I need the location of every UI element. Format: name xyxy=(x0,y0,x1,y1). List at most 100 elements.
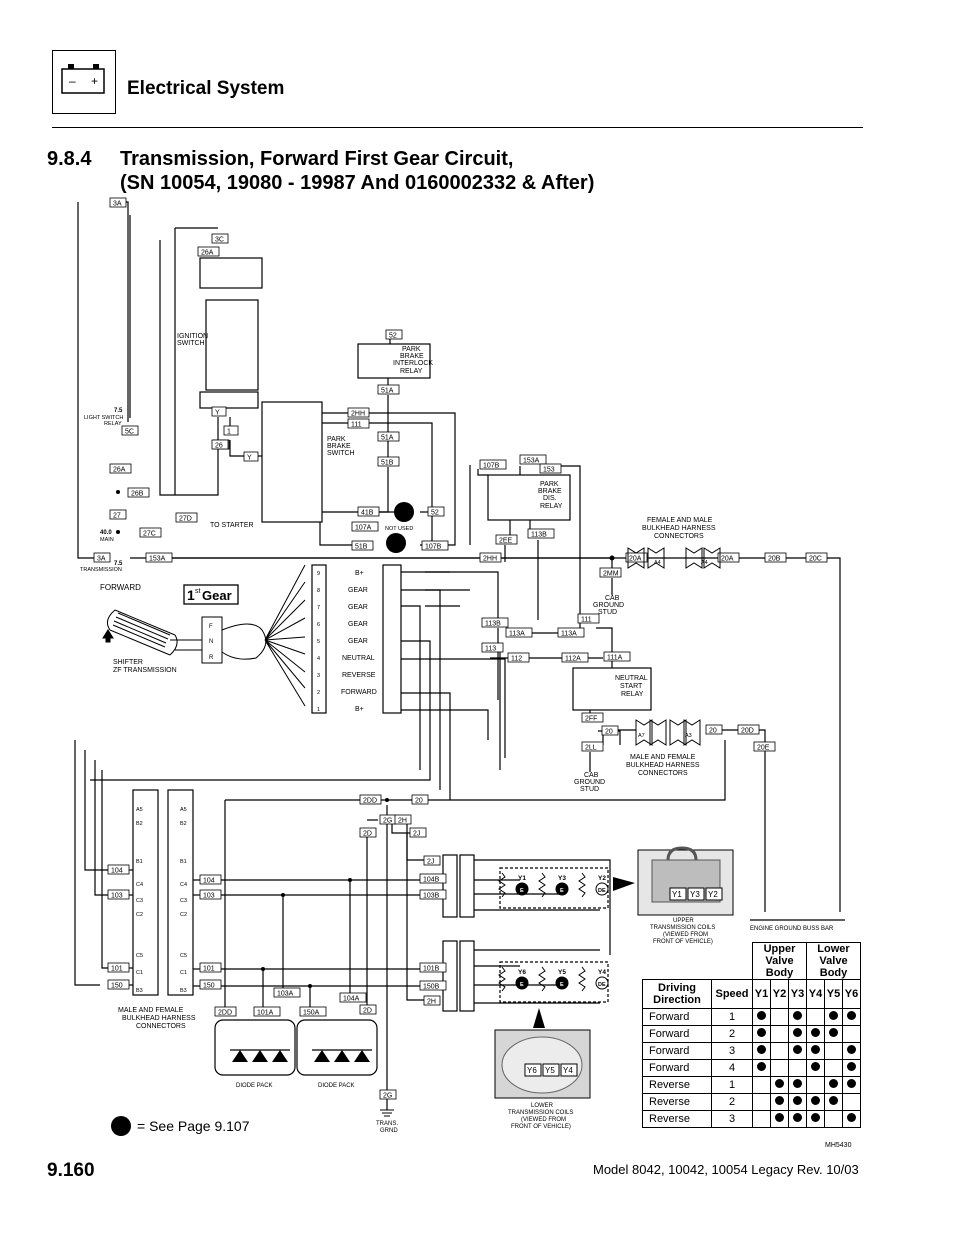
speed-cell: 2 xyxy=(711,1025,753,1043)
lower-photo-y4: Y4 xyxy=(563,1066,573,1075)
wire-tag-text: 51A xyxy=(381,435,394,442)
wire-tag: 3C xyxy=(211,233,229,244)
active-coil-dot xyxy=(829,1028,838,1037)
conn-code-c1-right: C1 xyxy=(180,970,187,976)
upper-coils-label-4: FRONT OF VEHICLE) xyxy=(653,939,713,945)
coil-label: Y5 xyxy=(558,969,566,976)
wire-tag-text: 2LL xyxy=(585,745,597,752)
wire-tag: 111 xyxy=(577,613,600,624)
connector-a4-female-b xyxy=(647,547,665,569)
wire-tag-text: 153 xyxy=(543,467,555,474)
wire-tag: 5C xyxy=(121,425,139,436)
connector-a4-female xyxy=(627,547,645,569)
wire-tag: 112 xyxy=(507,652,530,663)
cab-ground-2-label-1: CAB xyxy=(584,772,599,779)
wire-tag: 2LL xyxy=(581,741,604,752)
wire-tag: 113B xyxy=(527,528,555,539)
coil-state-cell xyxy=(842,1059,861,1077)
header-divider xyxy=(52,127,863,128)
connector-a3-male xyxy=(669,719,687,746)
shifter-row-label: GEAR xyxy=(348,587,368,594)
active-coil-dot xyxy=(829,1096,838,1105)
battery-icon: – + xyxy=(52,50,116,114)
col-y3: Y3 xyxy=(788,979,807,1009)
legend: = See Page 9.107 xyxy=(111,1116,250,1136)
wire-tag-text: 150A xyxy=(303,1010,320,1017)
transmission-coil: Y5E xyxy=(538,966,569,992)
conn-code-b1-right: B1 xyxy=(180,859,187,865)
active-coil-dot xyxy=(811,1096,820,1105)
wire-tag-text: 20A xyxy=(721,556,734,563)
wire-tag-text: 2H xyxy=(398,818,407,825)
wire-tag: 101B xyxy=(419,962,447,973)
wire-tag-text: 150B xyxy=(423,984,440,991)
wire-tag-text: 113B xyxy=(531,532,547,539)
lower-coils-label-4: FRONT OF VEHICLE) xyxy=(511,1124,571,1130)
coil-state-cell xyxy=(806,1110,825,1128)
wire-tag-text: 2J xyxy=(413,831,420,838)
wire-tag-text: 112A xyxy=(565,656,581,663)
active-coil-dot xyxy=(811,1045,820,1054)
wire-tag: 27 xyxy=(109,509,127,520)
wire-tag: 2J xyxy=(409,827,427,838)
conn-code-c4-right: C4 xyxy=(180,882,187,888)
wire-tag: 103 xyxy=(199,889,222,900)
interlock-label-3: INTERLOCK xyxy=(393,360,433,367)
coil-state-cell xyxy=(752,1042,771,1060)
wire-tag: Y xyxy=(243,451,259,462)
wire-tag-text: 2HH xyxy=(351,411,365,418)
main-label: MAIN xyxy=(100,537,114,543)
coil-state-cell xyxy=(824,1042,843,1060)
speed-cell: 2 xyxy=(711,1093,753,1111)
fnr-n: N xyxy=(209,639,213,645)
wire-tag: 2D xyxy=(359,827,377,838)
coil-state-cell xyxy=(752,1093,771,1111)
wire-tag-text: 1 xyxy=(227,429,231,436)
wire-tag: 51B xyxy=(351,540,374,551)
dis-relay-label-4: RELAY xyxy=(540,503,563,510)
bulkhead-connectors xyxy=(627,547,721,746)
bulkhead-top-label-2: BULKHEAD HARNESS xyxy=(642,525,716,532)
shifter-row-labels: B+9GEAR8GEAR7GEAR6GEAR5NEUTRAL4REVERSE3F… xyxy=(317,570,377,713)
battery-glyph: – + xyxy=(61,64,105,94)
wire-tag-text: 2DD xyxy=(218,1010,232,1017)
speed-cell: 1 xyxy=(711,1076,753,1094)
coil-type: E xyxy=(520,888,524,894)
wire-tag-text: 104A xyxy=(343,996,360,1003)
park-brake-switch-label-1: PARK xyxy=(327,436,346,443)
direction-cell: Forward xyxy=(642,1008,712,1026)
cab-ground-1-label-1: CAB xyxy=(605,595,620,602)
callout-b-letter: B xyxy=(398,505,409,522)
conn-code-c2-right: C2 xyxy=(180,912,187,918)
shifter-pin-number: 1 xyxy=(317,707,320,713)
ignition-switch-label-2: SWITCH xyxy=(177,340,205,347)
col-y1: Y1 xyxy=(752,979,771,1009)
shifter-pin-number: 4 xyxy=(317,656,320,662)
forward-label: FORWARD xyxy=(100,583,141,592)
shifter-row-label: NEUTRAL xyxy=(342,655,375,662)
conn-code-a3: A3 xyxy=(685,733,692,739)
wire-tag-text: 27 xyxy=(113,513,121,520)
active-coil-dot xyxy=(811,1113,820,1122)
wire-tag: 3A xyxy=(109,197,127,208)
conn-code-c3-right: C3 xyxy=(180,898,187,904)
coil-state-cell xyxy=(824,1008,843,1026)
wire-tag-text: 52 xyxy=(431,510,439,517)
wire-tag-text: 2DD xyxy=(363,798,377,805)
wire-tag: 113A xyxy=(505,627,533,638)
coil-type: E xyxy=(520,982,524,988)
coil-type: DE xyxy=(598,888,606,894)
wire-tag: 2H xyxy=(423,995,441,1006)
conn-code-c5-right: C5 xyxy=(180,953,187,959)
wire-tag: 3A xyxy=(93,552,111,563)
wire-tag: 26A xyxy=(197,246,220,257)
coil-state-cell xyxy=(770,1093,789,1111)
wire-tag-text: 5C xyxy=(125,429,134,436)
wire-tag: 113B xyxy=(481,617,509,628)
conn-code-b1-left: B1 xyxy=(136,859,143,865)
wire-tag: 51A xyxy=(377,431,400,442)
